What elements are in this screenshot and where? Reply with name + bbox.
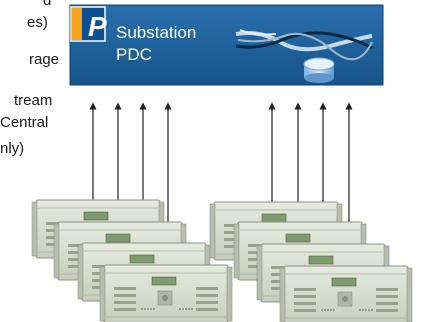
waveform-icon bbox=[235, 29, 373, 61]
relay-group-right bbox=[209, 201, 413, 322]
relay-device-icon bbox=[279, 265, 413, 322]
pdc-logo-icon: P bbox=[70, 6, 107, 42]
left-text-line-6: nly) bbox=[0, 140, 25, 157]
substation-pdc-box: P Substation PDC bbox=[69, 4, 384, 86]
left-text-line-4: tream bbox=[14, 92, 53, 109]
database-icon bbox=[303, 57, 335, 83]
left-text-line-5: Central bbox=[0, 114, 49, 131]
pdc-title-line-1: Substation bbox=[116, 23, 196, 42]
left-text-line-1: d bbox=[43, 0, 52, 9]
pdc-title-line-2: PDC bbox=[116, 45, 152, 64]
pdc-logo-letter: P bbox=[88, 11, 107, 42]
relay-device-icon bbox=[99, 264, 233, 322]
relay-group-left bbox=[31, 199, 233, 322]
left-text-line-3: rage bbox=[29, 51, 60, 68]
left-text-line-2: es) bbox=[27, 14, 48, 31]
